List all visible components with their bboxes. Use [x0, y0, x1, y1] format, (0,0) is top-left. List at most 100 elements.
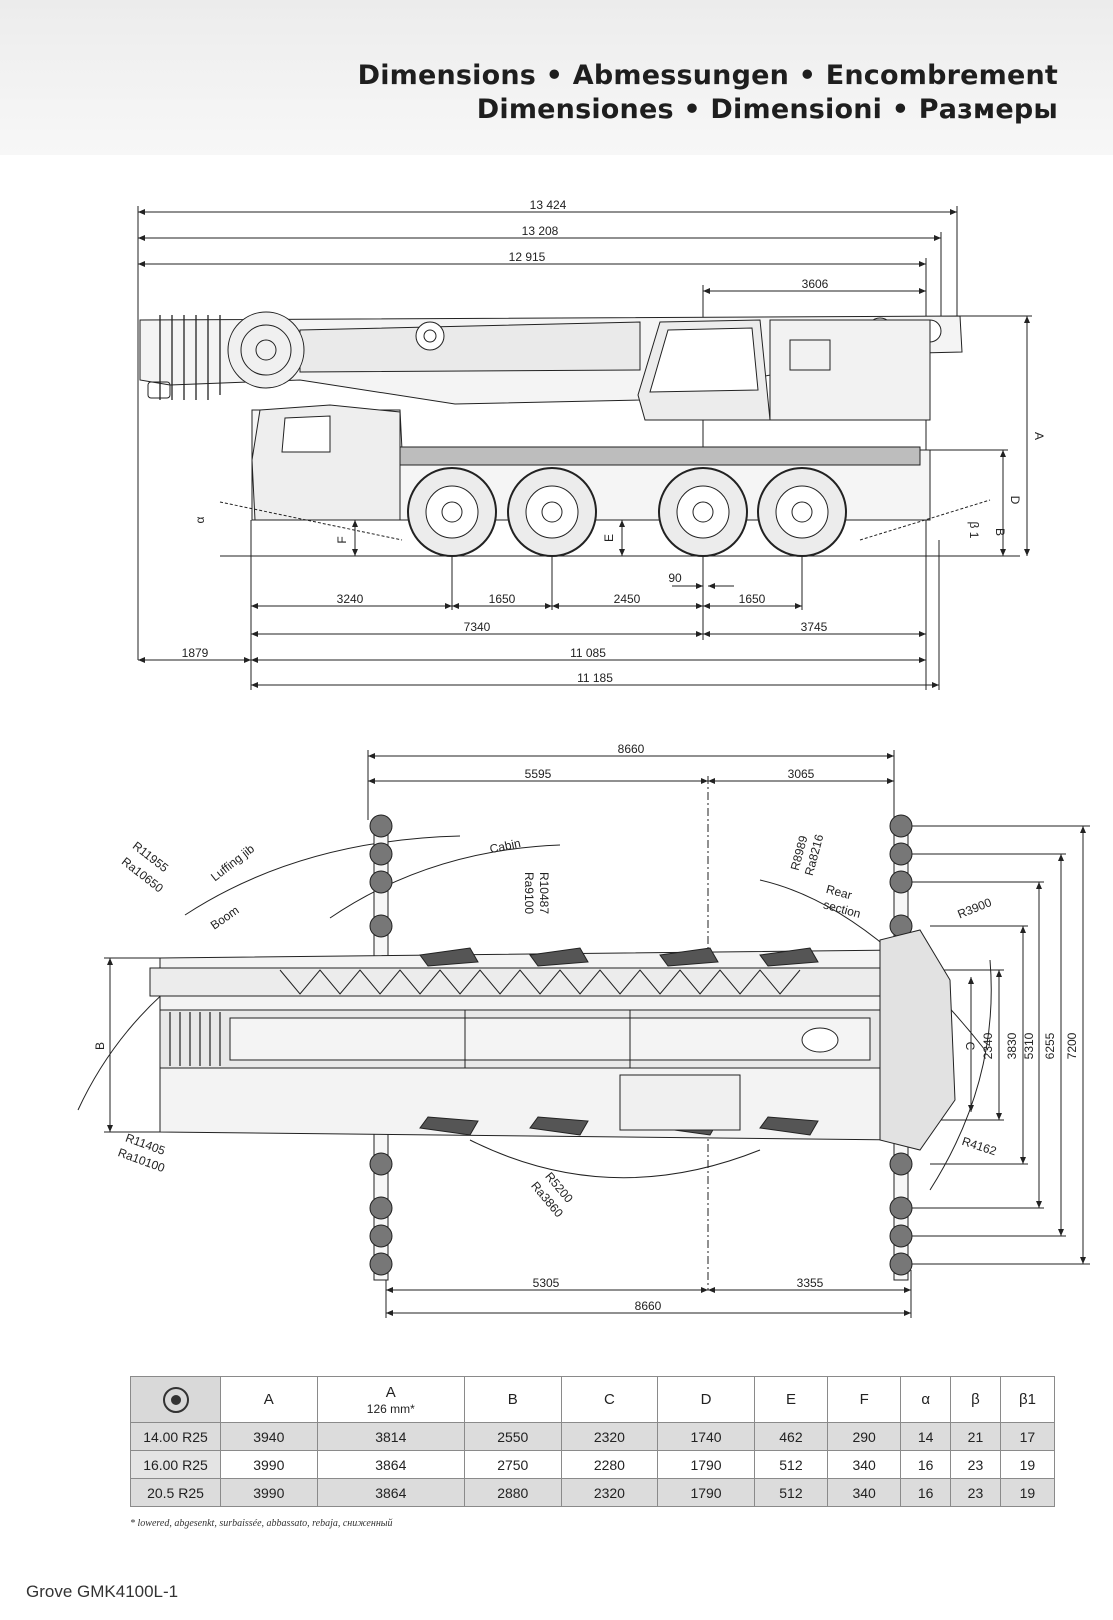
table-cell: 340: [827, 1478, 902, 1507]
table-cell: 462: [753, 1422, 829, 1451]
radius-label: Boom: [208, 903, 242, 932]
dim-label: 3355: [797, 1276, 824, 1290]
letter-label: A: [1032, 432, 1046, 440]
dim-label: 13 424: [530, 198, 567, 212]
table-cell: 16: [900, 1450, 952, 1479]
table-cell: 290: [827, 1422, 902, 1451]
table-cell: 2550: [463, 1422, 562, 1451]
letter-label: E: [602, 534, 616, 542]
dim-label: 8660: [618, 742, 645, 756]
page-title-line1: Dimensions • Abmessungen • Encombrement: [357, 60, 1058, 91]
dim-label: 7200: [1065, 1032, 1079, 1059]
table-cell: 16: [900, 1478, 952, 1507]
dim-label: 90: [668, 571, 682, 585]
dim-label: 11 185: [577, 671, 613, 685]
radius-label: Rear: [825, 882, 854, 902]
header-band: [0, 0, 1113, 155]
top-view: [77, 750, 1090, 1318]
side-view: [137, 206, 1032, 690]
letter-label: C: [963, 1042, 977, 1051]
table-cell: 512: [753, 1450, 829, 1479]
table-row: 16.00 R25 3990 3864 2750 2280 1790 512 3…: [130, 1450, 1056, 1479]
wheels: [407, 467, 847, 557]
radius-label: R10487: [537, 872, 551, 914]
letter-label: B: [993, 528, 1007, 536]
table-cell: 2880: [463, 1478, 562, 1507]
col-header: C: [560, 1376, 659, 1423]
table-cell: 20.5 R25: [130, 1478, 221, 1507]
letter-label: D: [1008, 496, 1022, 505]
table-cell: 23: [950, 1478, 1001, 1507]
footnote: * lowered, abgesenkt, surbaissée, abbass…: [130, 1518, 393, 1529]
col-header: E: [753, 1376, 829, 1423]
table-cell: 14: [900, 1422, 952, 1451]
dim-label: 5305: [533, 1276, 560, 1290]
letter-label: α: [193, 516, 207, 523]
dim-label: 3745: [801, 620, 828, 634]
table-cell: 3864: [316, 1450, 465, 1479]
table-cell: 14.00 R25: [130, 1422, 221, 1451]
dim-label: 3240: [337, 592, 364, 606]
radius-label: Ra9100: [522, 872, 536, 914]
dim-label: 6255: [1043, 1032, 1057, 1059]
table-cell: 1790: [657, 1478, 755, 1507]
page-title-line2: Dimensiones • Dimensioni • Размеры: [476, 94, 1058, 125]
table-cell: 2320: [560, 1478, 659, 1507]
radius-label: Luffing jib: [208, 841, 257, 884]
letter-label: F: [335, 536, 349, 543]
dim-label: 2340: [981, 1032, 995, 1059]
table-cell: 3990: [220, 1478, 318, 1507]
dim-label: 13 208: [522, 224, 559, 238]
col-header: A: [220, 1376, 318, 1423]
table-cell: 19: [999, 1450, 1056, 1479]
table-cell: 1790: [657, 1450, 755, 1479]
col-header: B: [463, 1376, 562, 1423]
table-cell: 340: [827, 1450, 902, 1479]
table-cell: 2280: [560, 1450, 659, 1479]
letter-label: B: [93, 1042, 107, 1050]
table-cell: 2750: [463, 1450, 562, 1479]
side-view-labels: 13 424 13 208 12 915 3606 3240 1650 2450…: [182, 198, 1046, 685]
col-header: D: [657, 1376, 755, 1423]
dim-label: 3830: [1005, 1032, 1019, 1059]
dim-label: 2450: [614, 592, 641, 606]
table-cell: 3814: [316, 1422, 465, 1451]
table-cell: 512: [753, 1478, 829, 1507]
radius-label: R3900: [955, 895, 993, 921]
col-header: β1: [999, 1376, 1056, 1423]
dim-label: 5595: [525, 767, 552, 781]
table-row: 14.00 R25 3940 3814 2550 2320 1740 462 2…: [130, 1422, 1056, 1451]
table-cell: 2320: [560, 1422, 659, 1451]
dim-label: 5310: [1022, 1032, 1036, 1059]
dim-label: 12 915: [509, 250, 546, 264]
dim-label: 11 085: [570, 646, 606, 660]
footer-model-name: Grove GMK4100L-1: [26, 1582, 179, 1601]
crane-drawing: 13 424 13 208 12 915 3606 3240 1650 2450…: [77, 198, 1090, 1318]
radius-label: Cabin: [488, 836, 522, 856]
radius-label: section: [822, 897, 862, 920]
dim-label: 1879: [182, 646, 209, 660]
radius-label: R4162: [960, 1134, 998, 1158]
dim-label: 3065: [788, 767, 815, 781]
dim-label: 8660: [635, 1299, 662, 1313]
col-header: F: [827, 1376, 902, 1423]
dim-label: 3606: [802, 277, 829, 291]
dim-label: 1650: [739, 592, 766, 606]
table-cell: 16.00 R25: [130, 1450, 221, 1479]
col-header-label: A: [385, 1383, 396, 1401]
col-header-sub: 126 mm*: [366, 1401, 415, 1416]
table-cell: 19: [999, 1478, 1056, 1507]
tyre-header: [130, 1376, 221, 1423]
col-header: β: [950, 1376, 1001, 1423]
table-row: 20.5 R25 3990 3864 2880 2320 1790 512 34…: [130, 1478, 1056, 1507]
letter-label: β 1: [967, 522, 981, 539]
table-cell: 21: [950, 1422, 1001, 1451]
table-cell: 3990: [220, 1450, 318, 1479]
table-cell: 3940: [220, 1422, 318, 1451]
table-cell: 3864: [316, 1478, 465, 1507]
col-header: α: [900, 1376, 952, 1423]
dim-label: 1650: [489, 592, 516, 606]
